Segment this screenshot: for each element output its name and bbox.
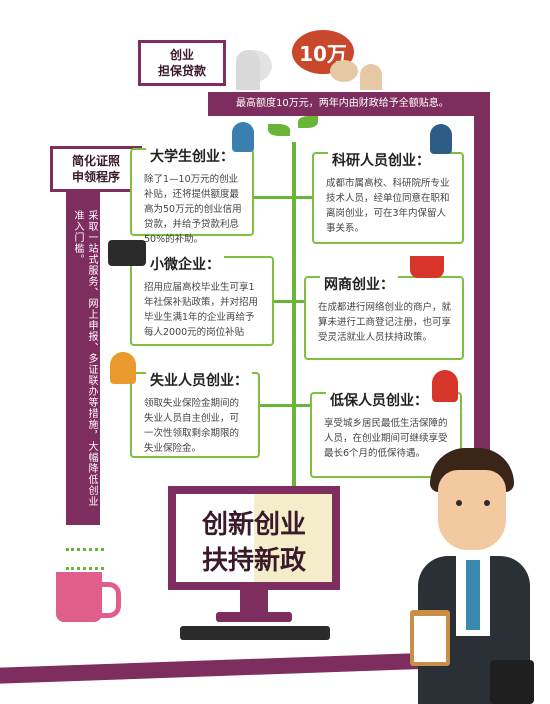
card-text: 招用应届高校毕业生可享1年社保补贴政策，并对招用毕业生满1年的企业再给予每人20…	[144, 282, 259, 338]
mug-handle-icon	[98, 582, 121, 618]
monitor-line-2: 扶持新政	[201, 546, 306, 576]
tan-bubble-icon	[330, 60, 358, 82]
woman-icon	[432, 370, 458, 402]
card-unemployed: 失业人员创业： 领取失业保险金期间的失业人员自主创业，可一次性领取剩余期限的失业…	[130, 370, 260, 458]
stem-branch-4	[296, 300, 306, 303]
card-text: 享受城乡居民最低生活保障的人员，在创业期间可继续享受最长6个月的低保待遇。	[324, 418, 448, 459]
stem-branch-2	[296, 196, 316, 199]
simplify-tag: 简化证照 申领程序	[50, 146, 142, 192]
card-researchers: 科研人员创业： 成都市属高校、科研院所专业技术人员，经单位同意在职和离岗创业，可…	[312, 150, 464, 244]
worker-icon	[110, 352, 136, 384]
monitor-base	[216, 612, 292, 622]
shopping-basket-icon	[410, 256, 444, 278]
businessman-face	[438, 470, 506, 550]
simplify-desc: 采取一站式服务、网上申报、多证联办等措施，大幅降低创业准入门槛。	[72, 210, 97, 507]
card-title: 科研人员创业：	[328, 150, 434, 170]
guarantee-desc: 最高额度10万元，两年内由财政给予全额贴息。	[236, 98, 449, 109]
card-text: 成都市属高校、科研院所专业技术人员，经单位同意在职和离岗创业，可在3年内保留人事…	[326, 178, 450, 234]
briefcase-icon	[108, 240, 146, 266]
frame-right-bar	[474, 92, 490, 457]
businessman-eye-right	[484, 500, 490, 506]
card-title: 小微企业：	[146, 254, 224, 274]
steam-icon	[66, 548, 104, 570]
stem-branch-3	[270, 300, 296, 303]
monitor-inner-tint	[254, 494, 332, 582]
tan-person-icon	[360, 64, 382, 90]
card-title: 网商创业：	[320, 274, 398, 294]
card-text: 领取失业保险金期间的失业人员自主创业，可一次性领取剩余期限的失业保险金。	[144, 398, 240, 454]
card-text: 在成都进行网络创业的商户，就算未进行工商登记注册，也可享受灵活就业人员扶持政策。	[318, 302, 452, 343]
businessman-tie	[466, 560, 480, 630]
guarantee-loan-tag: 创业 担保贷款	[138, 40, 226, 86]
card-title: 大学生创业：	[146, 146, 238, 166]
female-student-icon	[232, 122, 254, 152]
clipboard-paper	[414, 616, 446, 662]
stem-branch-1	[250, 196, 296, 199]
card-title: 失业人员创业：	[146, 370, 252, 390]
keyboard	[180, 626, 330, 640]
monitor-line-1: 创新创业	[201, 510, 306, 540]
card-online-business: 网商创业： 在成都进行网络创业的商户，就算未进行工商登记注册，也可享受灵活就业人…	[304, 274, 464, 360]
plant-stem	[292, 142, 296, 492]
grey-person-head-icon	[236, 50, 260, 90]
leaf-left-icon	[268, 124, 290, 136]
stem-branch-6	[296, 404, 310, 407]
card-college-students: 大学生创业： 除了1—10万元的创业补贴，还将提供额度最高为50万元的创业信用贷…	[130, 146, 254, 245]
frame-top-bar	[208, 92, 490, 116]
stem-branch-5	[258, 404, 296, 407]
frame-bottom-bar	[0, 652, 440, 684]
card-low-income: 低保人员创业： 享受城乡居民最低生活保障的人员，在创业期间可继续享受最长6个月的…	[310, 390, 462, 478]
card-text: 除了1—10万元的创业补贴，还将提供额度最高为50万元的创业信用贷款，并给予贷款…	[144, 174, 242, 245]
leaf-right-icon	[298, 116, 318, 128]
briefcase-hand-icon	[490, 660, 534, 704]
researcher-icon	[430, 124, 452, 154]
card-small-business: 小微企业： 招用应届高校毕业生可享1年社保补贴政策，并对招用毕业生满1年的企业再…	[130, 254, 274, 346]
frame-left-bar	[66, 180, 100, 525]
coffee-mug-icon	[56, 572, 102, 622]
monitor-stand	[240, 590, 268, 616]
card-title: 低保人员创业：	[326, 390, 432, 410]
businessman-eye-left	[456, 500, 462, 506]
